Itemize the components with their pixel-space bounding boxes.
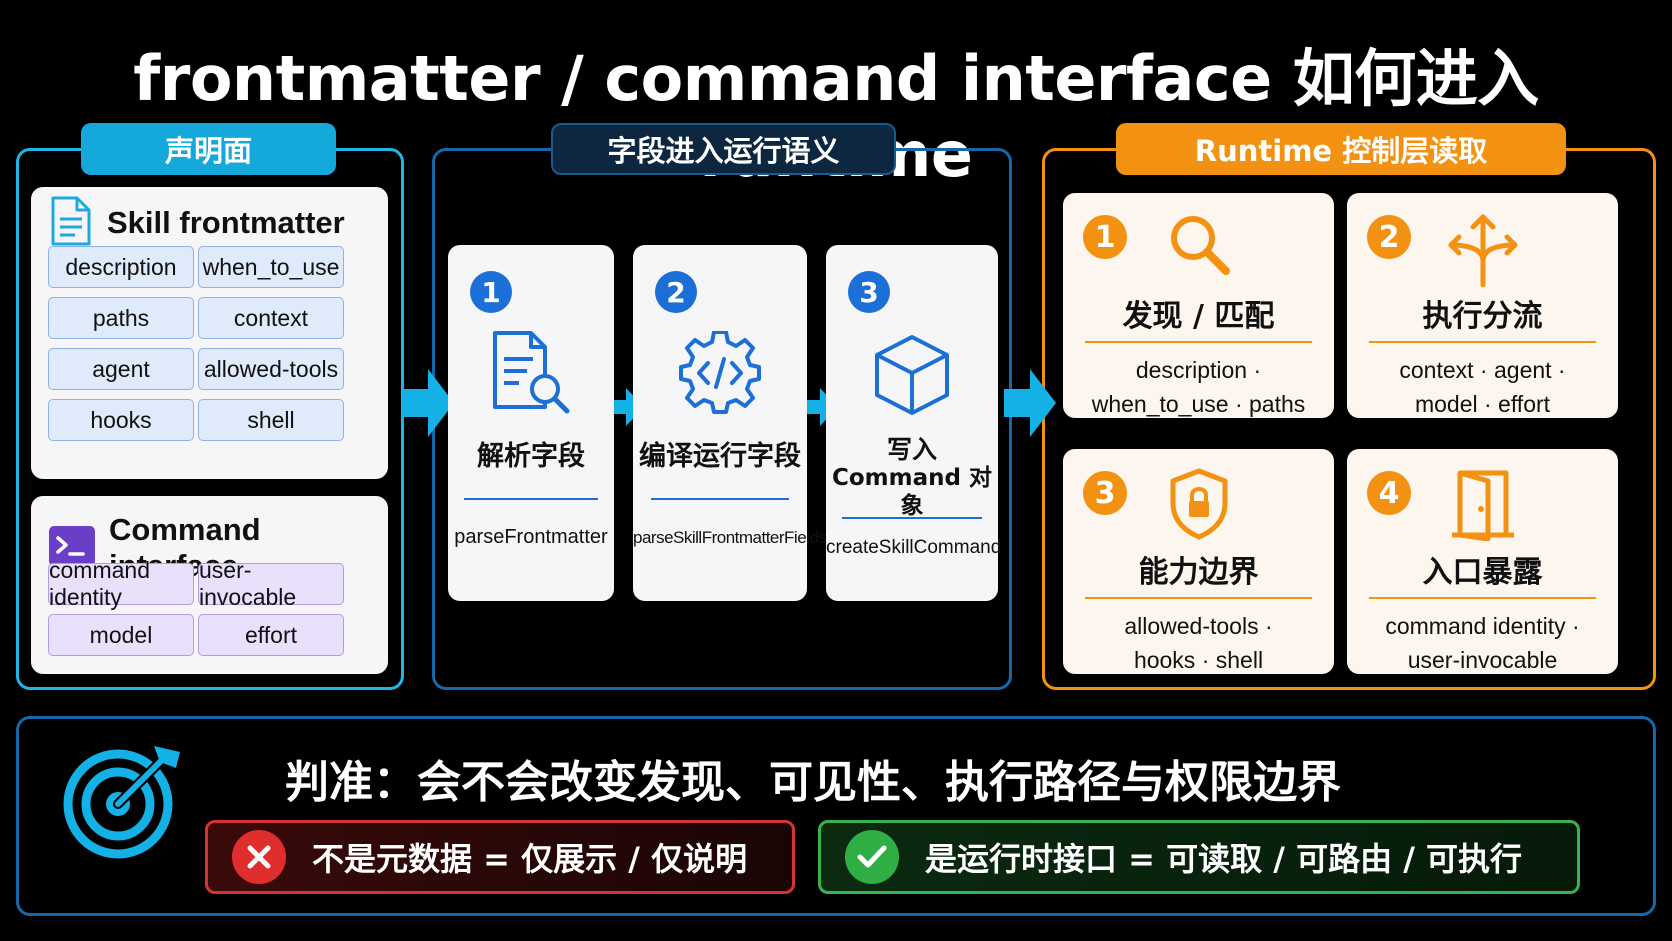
runtime-desc: command identity · user-invocable (1347, 609, 1618, 677)
not-metadata-box: 不是元数据 = 仅展示 / 仅说明 (205, 820, 795, 894)
runtime-title: 能力边界 (1138, 555, 1259, 590)
runtime-card-dispatch: 2 执行分流 context · agent · model · effort (1347, 193, 1618, 418)
step-number: 3 (848, 271, 890, 313)
step-function: parseFrontmatter (454, 526, 608, 548)
runtime-number: 1 (1083, 215, 1127, 259)
field-tag: agent (48, 348, 194, 390)
field-tag: when_to_use (198, 246, 344, 288)
check-icon (845, 830, 899, 884)
runtime-label: Runtime 控制层读取 (1116, 123, 1566, 175)
field-tag: description (48, 246, 194, 288)
code-gear-icon (679, 331, 761, 414)
skill-card-title: Skill frontmatter (107, 205, 345, 240)
criterion-text: 判准：会不会改变发现、可见性、执行路径与权限边界 (285, 757, 1341, 808)
runtime-number: 4 (1367, 471, 1411, 515)
runtime-desc-line: command identity · (1385, 613, 1580, 639)
declaration-label: 声明面 (81, 123, 336, 175)
runtime-card-entry: 4 入口暴露 command identity · user-invocable (1347, 449, 1618, 674)
step-divider (842, 517, 982, 519)
flow-arrow (402, 369, 454, 437)
fork-arrow-icon (1448, 214, 1517, 287)
step-label-line2: Command 对象 (832, 465, 992, 519)
semantics-label: 字段进入运行语义 (551, 123, 896, 175)
criterion-panel (16, 716, 1656, 916)
runtime-desc-line: model · effort (1414, 391, 1551, 417)
runtime-interface-box: 是运行时接口 = 可读取 / 可路由 / 可执行 (818, 820, 1580, 894)
search-icon (1170, 216, 1230, 275)
runtime-number: 3 (1083, 471, 1127, 515)
runtime-title: 发现 / 匹配 (1122, 299, 1275, 334)
document-search-icon (493, 331, 570, 414)
step-card-1: 1 解析字段 parseFrontmatter (448, 245, 614, 601)
step-label: 编译运行字段 (639, 441, 801, 472)
field-tag: command identity (48, 557, 194, 610)
step-card-2: 2 编译运行字段 parseSkillFrontmatterFields (633, 245, 827, 601)
shield-lock-icon (1170, 468, 1227, 540)
step-label: 解析字段 (477, 441, 585, 472)
runtime-title: 入口暴露 (1422, 555, 1543, 590)
runtime-number: 2 (1367, 215, 1411, 259)
flow-arrow (1004, 369, 1056, 437)
terminal-icon (49, 526, 95, 570)
runtime-card-boundary: 3 能力边界 allowed-tools · hooks · shell (1063, 449, 1334, 674)
step-card-3: 3 写入 Command 对象 createSkillCommand (826, 245, 1002, 601)
field-tag: hooks (48, 399, 194, 441)
cross-icon (232, 830, 286, 884)
command-interface-card: Command interface command identity user-… (31, 496, 388, 674)
field-tag: effort (198, 614, 344, 656)
runtime-desc-line: hooks · shell (1133, 647, 1264, 673)
document-icon (49, 195, 93, 251)
runtime-divider (1085, 341, 1312, 343)
step-function: createSkillCommand (826, 537, 1002, 558)
runtime-divider (1085, 597, 1312, 599)
step-number: 2 (655, 271, 697, 313)
skill-frontmatter-card: Skill frontmatter description when_to_us… (31, 187, 388, 479)
runtime-desc-line: user-invocable (1407, 647, 1558, 673)
field-tag: shell (198, 399, 344, 441)
step-function: parseSkillFrontmatterFields (633, 528, 827, 547)
field-tag: model (48, 614, 194, 656)
skill-card-header: Skill frontmatter (49, 195, 345, 251)
field-tag: context (198, 297, 344, 339)
runtime-desc-line: when_to_use · paths (1091, 391, 1306, 417)
runtime-title: 执行分流 (1422, 299, 1543, 334)
runtime-divider (1369, 597, 1596, 599)
runtime-divider (1369, 341, 1596, 343)
runtime-desc: description · when_to_use · paths (1063, 353, 1334, 421)
runtime-desc-line: context · agent · (1399, 357, 1566, 383)
runtime-interface-text: 是运行时接口 = 可读取 / 可路由 / 可执行 (925, 840, 1523, 878)
step-label-line1: 写入 (886, 435, 937, 464)
runtime-desc-line: allowed-tools · (1124, 613, 1273, 639)
cube-icon (875, 335, 949, 415)
field-tag: paths (48, 297, 194, 339)
runtime-desc-line: description · (1135, 357, 1262, 383)
runtime-card-discover: 1 发现 / 匹配 description · when_to_use · pa… (1063, 193, 1334, 418)
step-divider (651, 498, 789, 500)
not-metadata-text: 不是元数据 = 仅展示 / 仅说明 (312, 840, 748, 878)
runtime-desc: allowed-tools · hooks · shell (1063, 609, 1334, 677)
door-icon (1451, 470, 1514, 541)
runtime-desc: context · agent · model · effort (1347, 353, 1618, 421)
step-number: 1 (470, 271, 512, 313)
field-tag: user-invocable (198, 557, 344, 610)
step-divider (464, 498, 598, 500)
field-tag: allowed-tools (198, 348, 344, 390)
target-icon (63, 746, 180, 859)
